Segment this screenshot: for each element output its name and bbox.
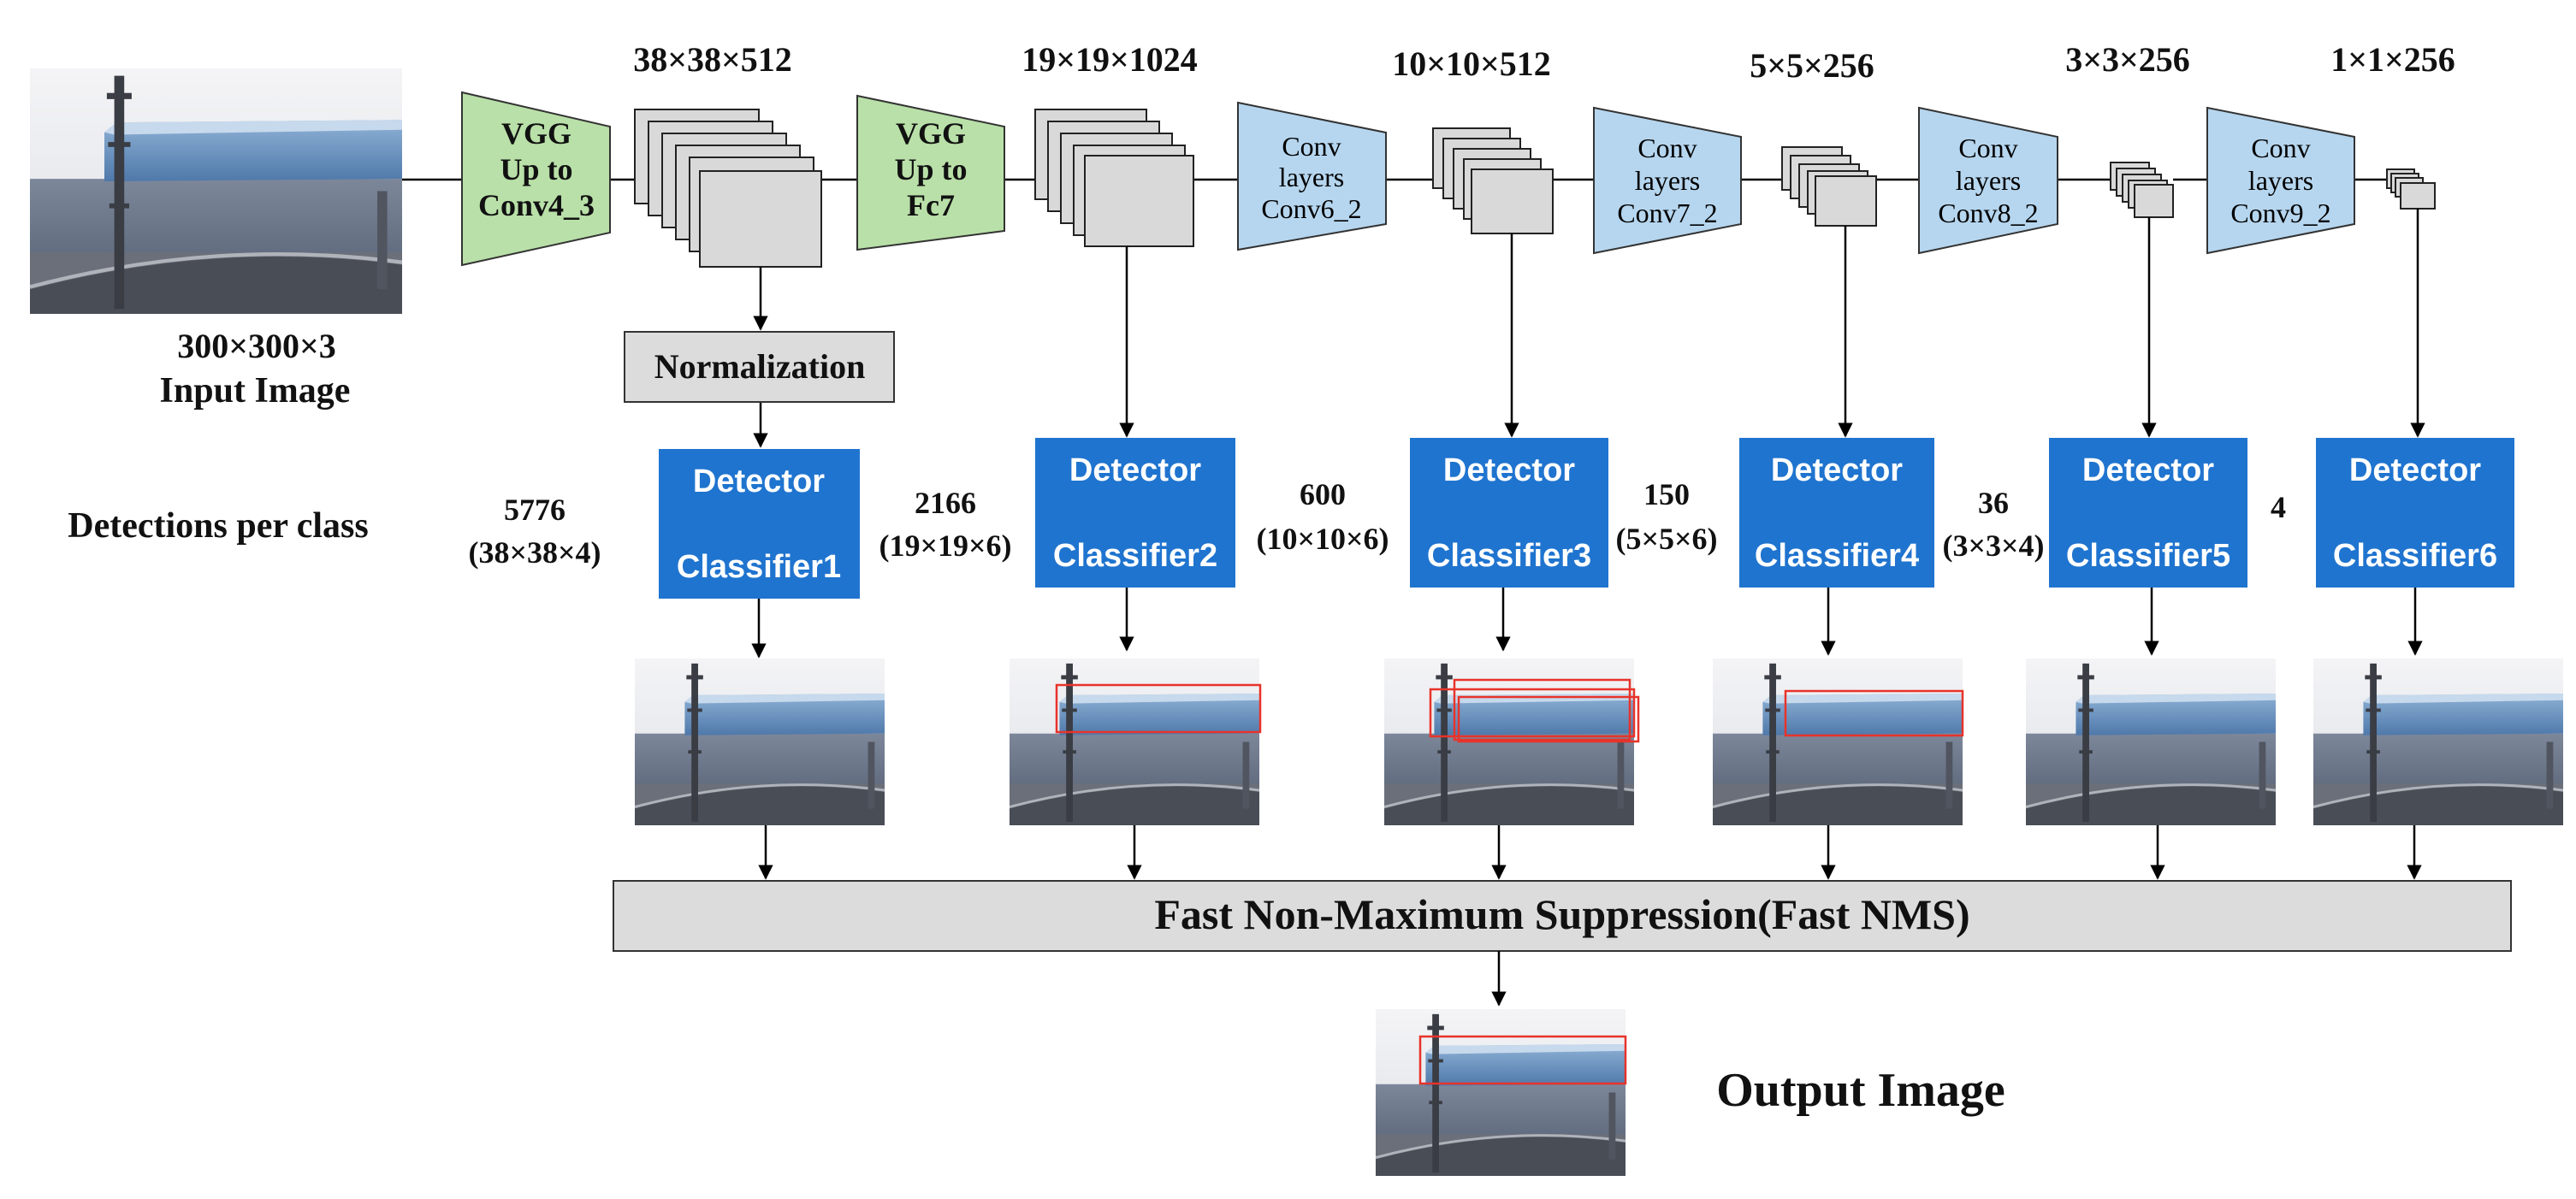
conv-block-7-line3: Conv7_2 bbox=[1617, 198, 1717, 228]
detections-dims-4: (5×5×6) bbox=[1615, 522, 1717, 556]
input-image-label: Input Image bbox=[160, 371, 351, 410]
detections-count-1: 5776 bbox=[504, 493, 566, 527]
nms-box: Fast Non-Maximum Suppression(Fast NMS) bbox=[613, 880, 2512, 952]
conv-block-6: Conv layers Conv6_2 bbox=[1237, 101, 1387, 251]
conv-block-6-line1: Conv bbox=[1282, 131, 1341, 162]
input-size-label: 300×300×3 bbox=[177, 327, 336, 365]
detector-6: Detector Classifier6 bbox=[2316, 438, 2514, 588]
vgg-block-2-line2: Up to bbox=[894, 152, 967, 186]
result-image-4 bbox=[1713, 659, 1964, 825]
conv-block-9-line2: layers bbox=[2248, 165, 2313, 196]
result-image-1 bbox=[635, 659, 885, 825]
feature-to-detector-arrows bbox=[753, 209, 2425, 448]
detector-4: Detector Classifier4 bbox=[1739, 438, 1934, 588]
conv-block-6-line3: Conv6_2 bbox=[1261, 193, 1361, 224]
input-image bbox=[30, 68, 402, 314]
detection-box bbox=[1418, 1035, 1627, 1085]
conv-block-8-line1: Conv bbox=[1958, 133, 2017, 163]
detector-1: Detector Classifier1 bbox=[659, 449, 860, 599]
detector-5: Detector Classifier5 bbox=[2049, 438, 2247, 588]
feature-map-stack-1 bbox=[634, 109, 822, 268]
detector-4-title: Detector bbox=[1771, 452, 1903, 488]
detector-2: Detector Classifier2 bbox=[1035, 438, 1235, 588]
output-image-label: Output Image bbox=[1716, 1064, 2005, 1117]
detector-3-classifier: Classifier3 bbox=[1427, 538, 1591, 574]
result-image-5 bbox=[2026, 659, 2276, 825]
conv-block-8-line2: layers bbox=[1956, 165, 2021, 196]
conv-block-7: Conv layers Conv7_2 bbox=[1593, 106, 1742, 255]
feature-map-size-1: 38×38×512 bbox=[633, 40, 792, 79]
feature-map-stack-6 bbox=[2386, 168, 2436, 210]
feature-map-stack-4 bbox=[1781, 146, 1877, 227]
detections-dims-2: (19×19×6) bbox=[879, 529, 1011, 563]
detector-4-classifier: Classifier4 bbox=[1755, 538, 1919, 574]
vgg-block-1-line1: VGG bbox=[501, 116, 571, 151]
detection-box bbox=[1055, 683, 1262, 734]
conv-block-8-line3: Conv8_2 bbox=[1938, 198, 2038, 228]
output-image bbox=[1376, 1009, 1627, 1176]
detections-dims-5: (3×3×4) bbox=[1942, 529, 2044, 563]
conv-block-9: Conv layers Conv9_2 bbox=[2206, 106, 2355, 255]
detections-count-2: 2166 bbox=[915, 486, 976, 520]
detector-3: Detector Classifier3 bbox=[1410, 438, 1608, 588]
detections-dims-3: (10×10×6) bbox=[1256, 522, 1389, 556]
feature-map-size-3: 10×10×512 bbox=[1392, 44, 1551, 83]
feature-map-stack-2 bbox=[1034, 109, 1194, 247]
detections-count-6: 4 bbox=[2271, 490, 2286, 524]
detector-2-title: Detector bbox=[1069, 452, 1201, 488]
vgg-block-1-line3: Conv4_3 bbox=[478, 188, 595, 222]
detections-per-class-label: Detections per class bbox=[68, 506, 368, 546]
feature-map-stack-5 bbox=[2110, 162, 2174, 218]
conv-block-9-line1: Conv bbox=[2251, 133, 2310, 163]
result-image-6 bbox=[2313, 659, 2563, 825]
result-to-nms-arrows bbox=[758, 825, 2422, 880]
feature-map-size-2: 19×19×1024 bbox=[1022, 40, 1198, 79]
detector-to-result-arrows bbox=[751, 588, 2423, 659]
feature-map-size-4: 5×5×256 bbox=[1750, 46, 1874, 85]
conv-block-7-line1: Conv bbox=[1637, 133, 1697, 163]
conv-block-8: Conv layers Conv8_2 bbox=[1918, 106, 2058, 255]
normalization-label: Normalization bbox=[654, 347, 866, 386]
feature-map-stack-3 bbox=[1432, 127, 1554, 234]
conv-block-6-line2: layers bbox=[1279, 162, 1344, 192]
detector-2-classifier: Classifier2 bbox=[1053, 538, 1217, 574]
detections-counts: 5776 (38×38×4) 2166 (19×19×6) 600 (10×10… bbox=[468, 477, 2286, 570]
detector-5-classifier: Classifier5 bbox=[2066, 538, 2230, 574]
detector-5-title: Detector bbox=[2082, 452, 2214, 488]
detector-1-classifier: Classifier1 bbox=[677, 549, 841, 585]
detector-1-title: Detector bbox=[693, 464, 825, 499]
detection-box bbox=[1453, 678, 1631, 741]
vgg-block-1: VGG Up to Conv4_3 bbox=[461, 91, 611, 267]
detection-box bbox=[1429, 688, 1636, 738]
input-image-group: 300×300×3 Input Image bbox=[30, 68, 402, 410]
conv-block-9-line3: Conv9_2 bbox=[2230, 198, 2330, 228]
detector-6-title: Detector bbox=[2349, 452, 2481, 488]
detections-count-5: 36 bbox=[1978, 486, 2009, 520]
detection-box bbox=[1784, 689, 1964, 737]
result-image-3 bbox=[1384, 659, 1640, 825]
detector-3-title: Detector bbox=[1443, 452, 1575, 488]
detections-dims-1: (38×38×4) bbox=[468, 535, 601, 570]
vgg-block-2: VGG Up to Fc7 bbox=[856, 94, 1005, 251]
detections-count-4: 150 bbox=[1643, 477, 1690, 511]
feature-map-size-5: 3×3×256 bbox=[2065, 40, 2190, 79]
nms-label: Fast Non-Maximum Suppression(Fast NMS) bbox=[1154, 890, 1969, 938]
detector-6-classifier: Classifier6 bbox=[2333, 538, 2497, 574]
conv-block-7-line2: layers bbox=[1635, 165, 1700, 196]
vgg-block-2-line1: VGG bbox=[896, 116, 966, 151]
vgg-block-1-line2: Up to bbox=[500, 152, 572, 186]
detection-box bbox=[1457, 695, 1640, 743]
detections-count-3: 600 bbox=[1300, 477, 1346, 511]
normalization-box: Normalization bbox=[624, 331, 895, 403]
vgg-block-2-line3: Fc7 bbox=[907, 188, 955, 222]
result-image-2 bbox=[1010, 659, 1262, 825]
feature-map-size-6: 1×1×256 bbox=[2330, 40, 2455, 79]
